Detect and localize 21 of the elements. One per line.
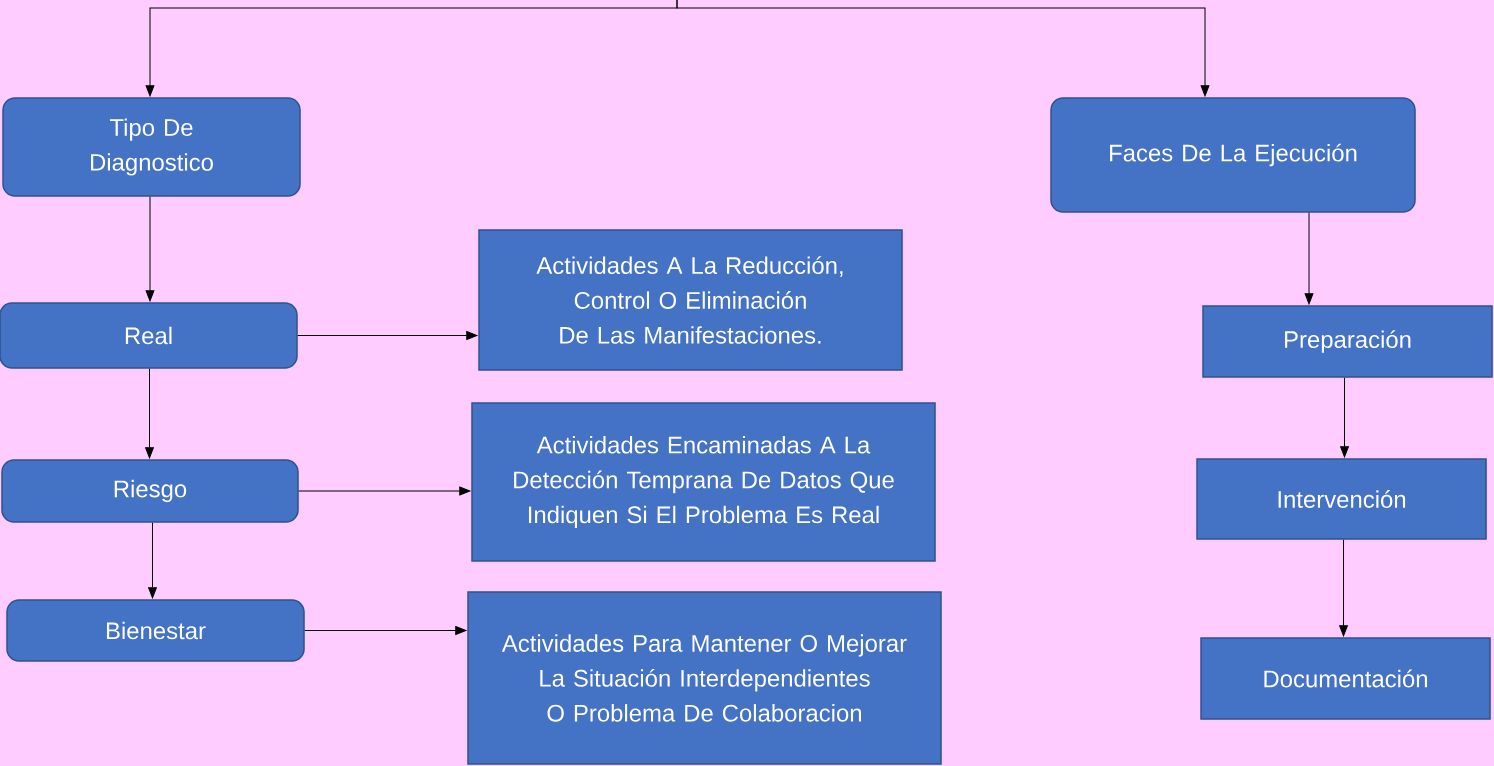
process-box: Intervención	[1196, 458, 1487, 540]
rounded-box: Bienestar	[6, 599, 305, 662]
rounded-box: Tipo De Diagnostico	[2, 97, 301, 197]
arrow	[1339, 539, 1348, 637]
arrow	[148, 522, 157, 599]
arrow	[676, 0, 1210, 97]
process-box: Actividades Encaminadas A La Detección Temprana De Datos Que Indiquen Si El Problema Es Real	[471, 402, 936, 562]
arrow	[297, 331, 478, 340]
arrow	[145, 196, 155, 302]
process-box: Actividades Para Mantener O Mejorar La Situación Interdependientes O Problema De Colaboracion	[467, 591, 942, 765]
rounded-box: Real	[0, 302, 298, 369]
rounded-box: Faces De La Ejecución	[1050, 97, 1416, 213]
process-box: Preparación	[1202, 305, 1493, 378]
arrow	[304, 626, 467, 635]
arrow	[1340, 377, 1349, 458]
arrow	[145, 368, 154, 459]
rounded-box: Riesgo	[1, 459, 299, 523]
arrow	[1304, 212, 1314, 305]
arrow	[298, 486, 471, 496]
process-box: Actividades A La Reducción, Control O Eliminación De Las Manifestaciones.	[478, 229, 903, 371]
process-box: Documentación	[1200, 637, 1491, 720]
